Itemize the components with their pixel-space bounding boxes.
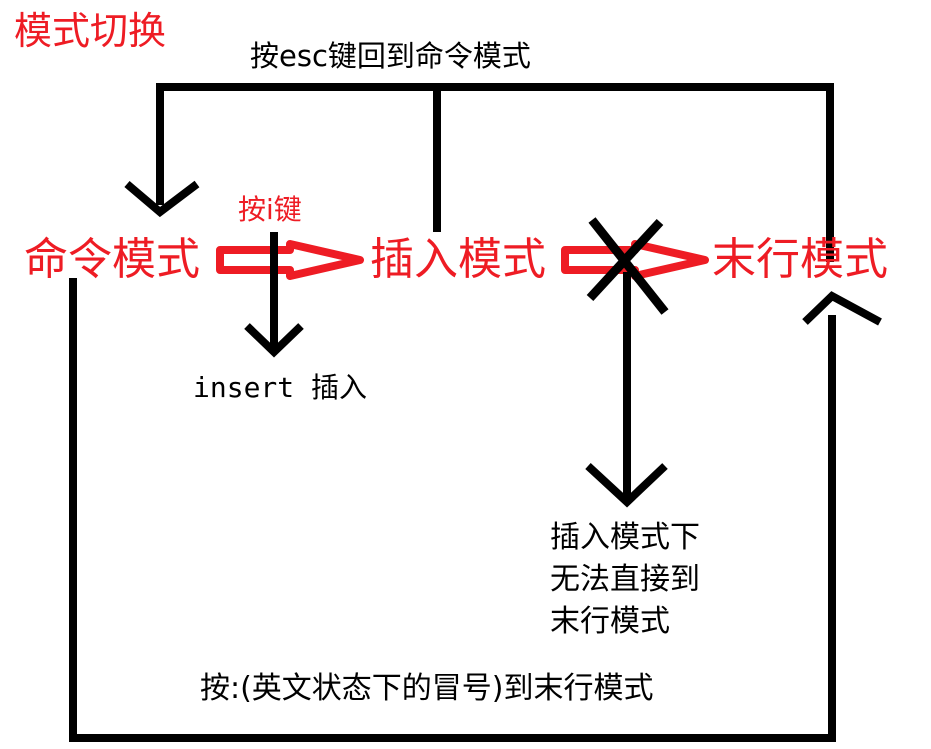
diagram-title: 模式切换 (14, 9, 167, 53)
colon-loop (69, 278, 836, 742)
esc-arrowhead (124, 180, 200, 218)
colon-to-last-line-label: 按:(英文状态下的冒号)到末行模式 (200, 671, 654, 706)
command-mode-node: 命令模式 (24, 234, 200, 285)
esc-return-loop (156, 83, 834, 262)
press-i-label: 按i键 (238, 193, 302, 226)
insert-meaning-label: insert 插入 (193, 371, 368, 404)
note-line: 无法直接到 (550, 562, 700, 597)
colon-loop-arrowhead (802, 291, 882, 326)
note-arrowhead (585, 463, 668, 508)
insert-restriction-note: 插入模式下 无法直接到 末行模式 (550, 520, 700, 646)
insert-mode-node: 插入模式 (370, 234, 546, 285)
command-to-insert-arrow (216, 240, 364, 280)
press-esc-label: 按esc键回到命令模式 (250, 39, 531, 73)
forbidden-cross-mark (586, 217, 669, 315)
note-line: 末行模式 (550, 604, 670, 639)
last-line-mode-node: 末行模式 (712, 234, 888, 285)
insert-meaning-arrowhead (244, 323, 304, 358)
note-line: 插入模式下 (550, 520, 700, 555)
